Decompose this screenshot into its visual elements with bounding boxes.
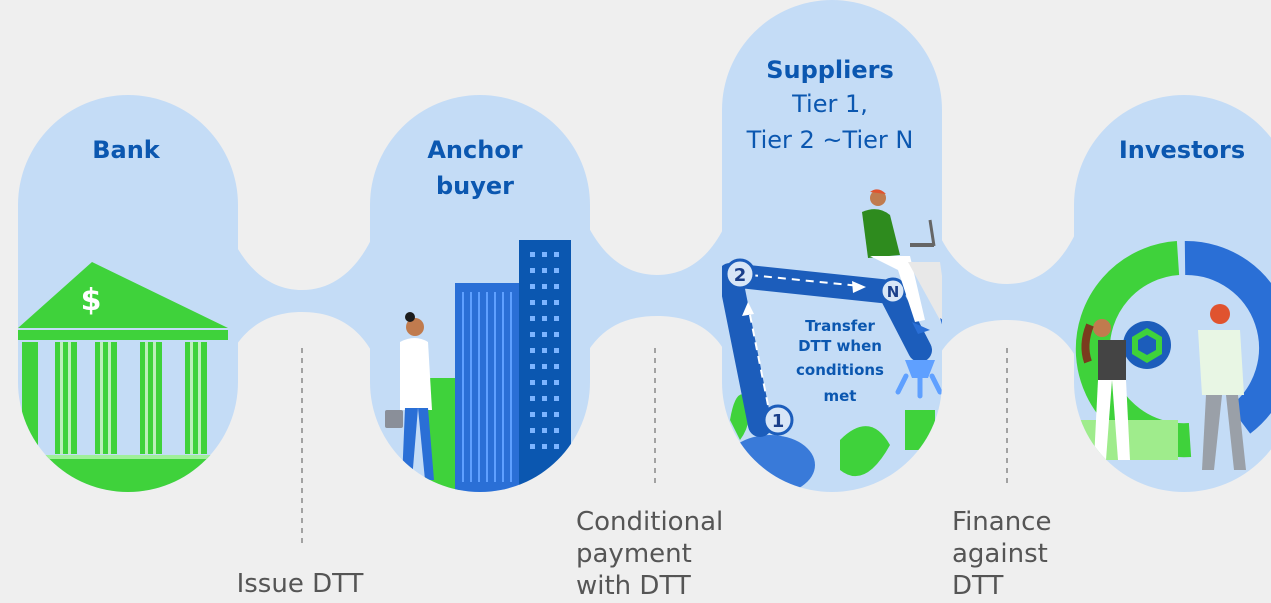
building-window [530, 268, 535, 273]
building-window [554, 300, 559, 305]
building-window [554, 396, 559, 401]
connector-anchor-suppliers [575, 195, 736, 378]
building-window [554, 284, 559, 289]
anchor-title-line2: buyer [436, 172, 514, 200]
building-window [530, 380, 535, 385]
building-window [554, 380, 559, 385]
investors-title: Investors [1119, 136, 1245, 164]
investor-woman [1081, 319, 1130, 460]
building-window [554, 348, 559, 353]
building-window [530, 284, 535, 289]
building-window [554, 444, 559, 449]
blue-ring [1184, 240, 1271, 434]
building-window [530, 348, 535, 353]
building-window [542, 332, 547, 337]
building-window [542, 412, 547, 417]
svg-text:met: met [824, 387, 857, 405]
suppliers-illustration: 1 2 N [722, 189, 942, 492]
tier-badge-n: N [879, 277, 907, 305]
bank-roof [18, 262, 228, 328]
issue-dtt-label: Issue DTT [237, 569, 364, 599]
building-window [530, 364, 535, 369]
building-window [542, 284, 547, 289]
conditional-label-line3: with DTT [576, 571, 691, 601]
building-window [554, 316, 559, 321]
svg-text:2: 2 [734, 265, 747, 286]
building-window [542, 252, 547, 257]
man-with-laptop [862, 189, 942, 334]
step-lines [301, 348, 1008, 545]
finance-label-line2: against [952, 539, 1048, 569]
suppliers-pill [722, 0, 942, 492]
building-window [554, 252, 559, 257]
building-window [542, 380, 547, 385]
building-window [530, 316, 535, 321]
svg-text:DTT when: DTT when [798, 337, 882, 355]
building-window [554, 364, 559, 369]
building-window [542, 268, 547, 273]
building-window [542, 348, 547, 353]
transfer-caption: Transfer DTT when conditions met [796, 317, 884, 405]
building-window [542, 396, 547, 401]
building-window [530, 396, 535, 401]
woman-figure [385, 312, 434, 480]
building-window [554, 428, 559, 433]
svg-text:1: 1 [772, 411, 785, 432]
suppliers-sub-line2: Tier 2 ~Tier N [746, 126, 914, 154]
building-window [554, 268, 559, 273]
building-window [542, 316, 547, 321]
svg-text:Transfer: Transfer [805, 317, 875, 335]
building-window [554, 412, 559, 417]
conditional-label-line1: Conditional [576, 507, 723, 537]
robot-arm [722, 263, 932, 437]
dollar-sign: $ [81, 283, 102, 318]
finance-label-line1: Finance [952, 507, 1051, 537]
building-window [542, 444, 547, 449]
connector-shapes [220, 195, 1086, 382]
building-window [530, 444, 535, 449]
finance-label-line3: DTT [952, 571, 1003, 601]
investor-man [1198, 304, 1246, 470]
connector-suppliers-investors [928, 205, 1086, 382]
tier-badge-2: 2 [724, 258, 756, 290]
building-window [542, 300, 547, 305]
building-window [530, 252, 535, 257]
conditional-label-line2: payment [576, 539, 692, 569]
building-window [542, 364, 547, 369]
building-window [542, 428, 547, 433]
building-window [530, 412, 535, 417]
building-window [554, 332, 559, 337]
tier-badge-1: 1 [762, 404, 794, 436]
investors-illustration [1075, 240, 1271, 470]
building-window [530, 332, 535, 337]
svg-text:conditions: conditions [796, 361, 884, 379]
suppliers-title: Suppliers [766, 56, 894, 84]
building-window [530, 300, 535, 305]
suppliers-sub-line1: Tier 1, [791, 90, 868, 118]
bank-title: Bank [92, 136, 161, 164]
building-window [530, 428, 535, 433]
anchor-illustration [385, 240, 571, 492]
anchor-title-line1: Anchor [427, 136, 522, 164]
connector-bank-anchor [220, 205, 384, 382]
svg-text:N: N [887, 283, 900, 301]
